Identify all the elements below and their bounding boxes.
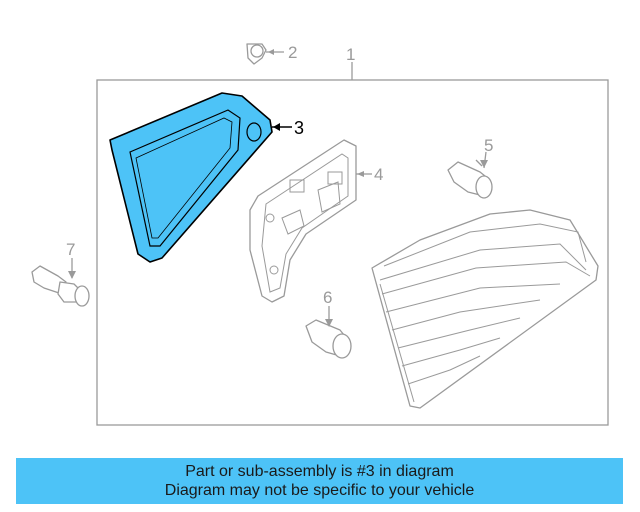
caption-banner: Part or sub-assembly is #3 in diagram Di…: [16, 458, 623, 504]
callout-5-label: 5: [484, 136, 493, 155]
part-2-clip[interactable]: 2: [246, 43, 297, 65]
svg-text:1: 1: [346, 45, 355, 64]
part-3-lamp-housing[interactable]: 3: [109, 92, 304, 263]
callout-6-label: 6: [323, 288, 332, 307]
part-5-bulb[interactable]: 5: [447, 136, 493, 199]
callout-1: 1: [346, 45, 355, 80]
callout-7-label: 7: [66, 240, 75, 259]
part-6-bulb[interactable]: 6: [305, 288, 352, 359]
callout-2-label: 2: [288, 43, 297, 62]
callout-3-label: 3: [294, 118, 304, 138]
caption-line-1: Part or sub-assembly is #3 in diagram: [185, 463, 454, 480]
caption-line-2: Diagram may not be specific to your vehi…: [164, 482, 475, 499]
parts-diagram: 1 2 3 4 5: [31, 43, 609, 426]
part-7-fastener[interactable]: 7: [31, 240, 90, 307]
tail-lamp-lens: [371, 209, 599, 409]
part-4-bracket[interactable]: 4: [249, 139, 383, 303]
callout-4-label: 4: [374, 165, 383, 184]
